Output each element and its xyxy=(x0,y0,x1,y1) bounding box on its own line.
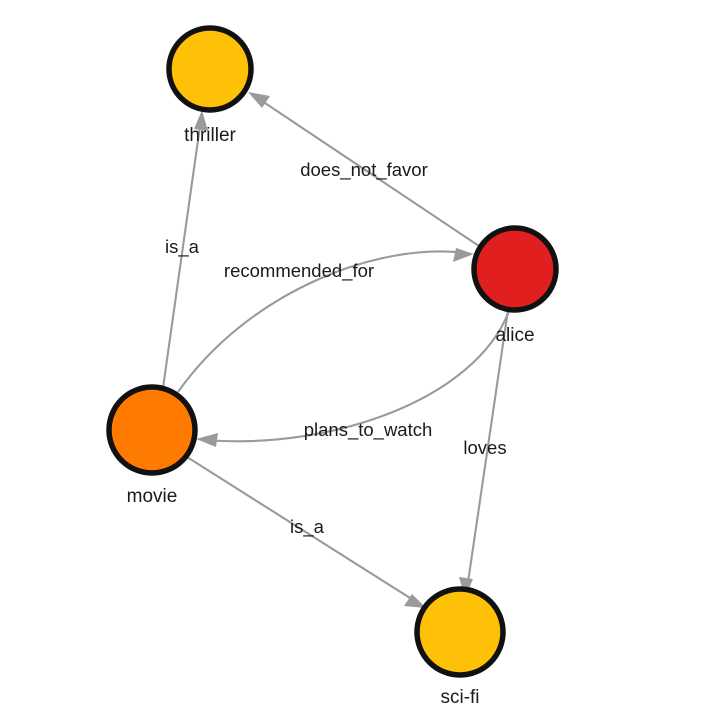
edge-label-plans-to-watch: plans_to_watch xyxy=(304,419,433,441)
node-label-thriller: thriller xyxy=(184,125,236,146)
arrow-head-icon xyxy=(404,594,426,608)
edge-line xyxy=(161,118,203,389)
edge-line xyxy=(465,309,510,590)
edge-alice-does-not-favor-thriller[interactable] xyxy=(248,92,480,247)
node-circle[interactable] xyxy=(471,225,559,313)
node-label-alice: alice xyxy=(495,325,534,346)
edge-line xyxy=(186,456,419,604)
arrow-head-icon xyxy=(453,248,474,262)
edge-label-is-a-sci-fi: is_a xyxy=(290,516,325,538)
label-layer: thriller alice movie sci-fi does_not_fav… xyxy=(127,125,535,708)
edge-line xyxy=(177,250,466,393)
edge-movie-is-a-sci-fi[interactable] xyxy=(186,456,426,608)
edge-label-loves: loves xyxy=(463,437,506,458)
node-sci-fi[interactable] xyxy=(414,586,506,678)
edge-line xyxy=(205,310,510,443)
edge-label-is-a-thriller: is_a xyxy=(165,236,200,258)
node-alice[interactable] xyxy=(471,225,559,313)
node-label-movie: movie xyxy=(127,486,178,507)
node-circle[interactable] xyxy=(106,384,198,476)
arrow-head-icon xyxy=(194,110,208,131)
edge-label-recommended-for: recommended_for xyxy=(224,260,374,282)
edge-alice-plans-to-watch-movie[interactable] xyxy=(196,310,510,447)
node-circle[interactable] xyxy=(414,586,506,678)
node-movie[interactable] xyxy=(106,384,198,476)
node-label-sci-fi: sci-fi xyxy=(440,687,479,708)
edge-label-does-not-favor: does_not_favor xyxy=(300,159,428,181)
edge-movie-recommended-for-alice[interactable] xyxy=(177,248,474,393)
node-layer xyxy=(106,25,559,678)
edge-line xyxy=(255,96,480,247)
node-circle[interactable] xyxy=(166,25,254,113)
node-thriller[interactable] xyxy=(166,25,254,113)
edge-movie-is-a-thriller[interactable] xyxy=(161,110,208,389)
arrow-head-icon xyxy=(248,92,270,108)
arrow-head-icon xyxy=(196,433,218,447)
edge-layer xyxy=(161,92,510,608)
